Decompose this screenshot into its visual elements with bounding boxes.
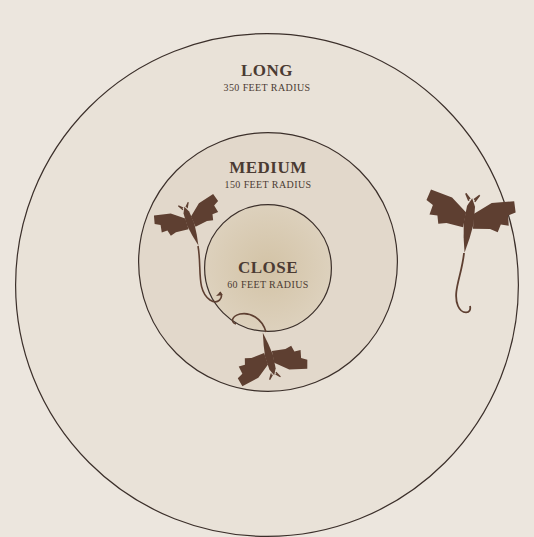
range-ring [16,34,519,537]
long-range-circle: CLOSE60 FEET RADIUS MEDIUM150 FEET RADIUS… [15,33,519,537]
range-label: MEDIUM150 FEET RADIUS [138,158,398,191]
range-ring [139,133,398,392]
range-name: CLOSE [204,258,332,278]
range-ring [205,205,332,332]
close-range-circle: CLOSE60 FEET RADIUS [204,204,332,332]
range-name: MEDIUM [138,158,398,178]
range-label: CLOSE60 FEET RADIUS [204,258,332,291]
range-radius: 60 FEET RADIUS [204,278,332,291]
range-radius: 350 FEET RADIUS [15,81,519,94]
range-radius: 150 FEET RADIUS [138,178,398,191]
range-name: LONG [15,61,519,81]
medium-range-circle: CLOSE60 FEET RADIUS MEDIUM150 FEET RADIUS [138,132,398,392]
range-label: LONG350 FEET RADIUS [15,61,519,94]
